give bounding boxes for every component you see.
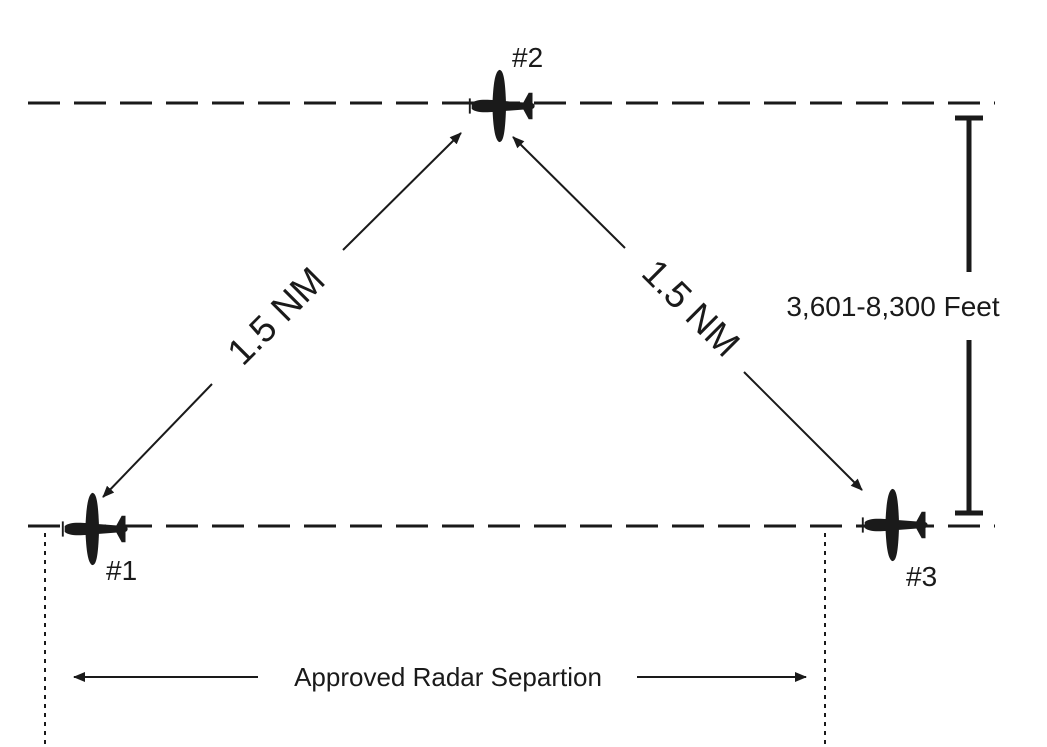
aircraft-1-label: #1 — [106, 555, 137, 586]
right-distance-arrow-upper — [512, 136, 626, 249]
left-distance-label: 1.5 NM — [219, 259, 332, 372]
aircraft-2-icon — [468, 69, 535, 143]
separation-label: Approved Radar Separtion — [294, 662, 602, 692]
left-distance-arrow-lower — [102, 383, 213, 498]
aircraft-3-icon — [861, 488, 928, 562]
right-distance-arrow-lower — [743, 371, 863, 491]
aircraft-3-label: #3 — [906, 561, 937, 592]
aircraft-2-label: #2 — [512, 42, 543, 73]
right-distance-label: 1.5 NM — [634, 251, 747, 364]
left-distance-arrow-upper — [342, 132, 462, 251]
altitude-range-label: 3,601-8,300 Feet — [786, 291, 999, 322]
